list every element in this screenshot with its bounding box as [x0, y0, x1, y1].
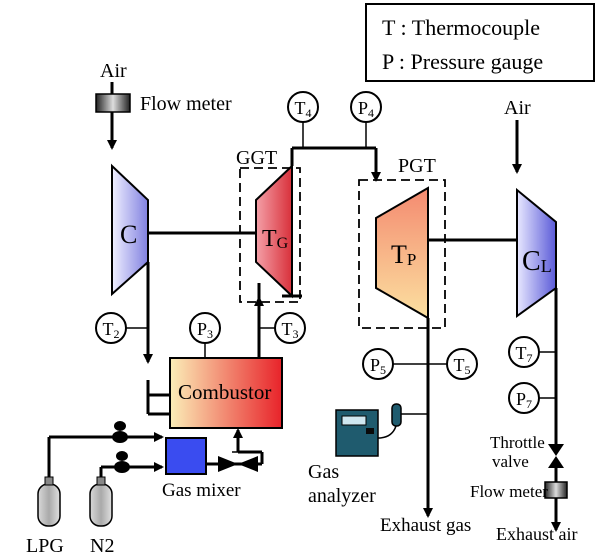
fuel-valve-icon-left: [218, 456, 238, 472]
pressure-gauge-p3-icon: [189, 312, 221, 344]
t7-label: T7: [516, 343, 533, 365]
flow-meter-left-label: Flow meter: [140, 93, 232, 115]
pgt-label: PGT: [398, 155, 436, 177]
n2-cylinder-valve: [96, 476, 106, 486]
legend-thermocouple: T : Thermocouple: [382, 15, 540, 40]
gas-analyzer-label-line2: analyzer: [308, 485, 376, 507]
pgt-dashed-boundary: [358, 179, 446, 329]
throttle-valve-label-line1: Throttle: [490, 433, 545, 452]
exhaust-gas-label: Exhaust gas: [380, 515, 471, 536]
pressure-gauge-p4-icon: [350, 91, 382, 123]
gas-mixer-icon: [165, 437, 207, 475]
n2-cylinder-icon: [89, 483, 113, 527]
thermocouple-t3-icon: [274, 312, 306, 344]
thermocouple-t2-icon: [95, 312, 127, 344]
lpg-cylinder-icon: [37, 483, 61, 527]
pressure-gauge-p5-icon: [362, 348, 394, 380]
lpg-regulator-icon: [112, 421, 128, 443]
p4-label: P4: [358, 98, 374, 120]
t4-label: T4: [295, 98, 312, 120]
thermocouple-t5-icon: [446, 348, 478, 380]
compressor-c-label: C: [120, 220, 137, 249]
n2-label: N2: [90, 535, 114, 556]
cl-label: CL: [522, 246, 552, 277]
fuel-valve-icon-right: [238, 456, 258, 472]
lpg-cylinder-valve: [44, 476, 54, 486]
gas-analyzer-probe: [391, 403, 402, 427]
n2-regulator-icon: [114, 451, 130, 473]
ggt-label: GGT: [236, 147, 277, 169]
exhaust-air-label: Exhaust air: [496, 524, 577, 544]
pressure-gauge-p7-icon: [508, 382, 540, 414]
p3-label: P3: [197, 319, 213, 341]
gas-analyzer-hose: [377, 425, 397, 439]
flow-meter-left: [95, 93, 131, 113]
thermocouple-t7-icon: [508, 336, 540, 368]
lpg-label: LPG: [26, 535, 64, 556]
combustor: [169, 357, 283, 429]
flow-meter-right: [544, 481, 568, 499]
gas-analyzer-knob: [366, 428, 374, 434]
legend-box: T : Thermocouple P : Pressure gauge: [365, 3, 595, 82]
air-inlet-right-label: Air: [504, 97, 531, 119]
combustor-label: Combustor: [178, 380, 271, 404]
throttle-valve-label-line2: valve: [492, 452, 529, 471]
t5-label: T5: [454, 355, 471, 377]
throttle-valve-icon-bottom: [548, 456, 564, 468]
tg-label: TG: [262, 226, 289, 252]
p7-label: P7: [516, 389, 532, 411]
flow-meter-right-label: Flow meter: [470, 482, 548, 501]
gas-mixer-label: Gas mixer: [162, 480, 241, 501]
air-inlet-left-label: Air: [100, 60, 127, 82]
thermocouple-t4-icon: [287, 91, 319, 123]
p5-label: P5: [370, 355, 386, 377]
gas-analyzer-label-line1: Gas: [308, 461, 339, 483]
gas-analyzer-screen: [341, 415, 367, 426]
ggt-dashed-boundary: [239, 167, 301, 303]
throttle-valve-icon-top: [548, 444, 564, 456]
t2-label: T2: [103, 319, 120, 341]
tp-label: TP: [391, 240, 416, 269]
t3-label: T3: [282, 319, 299, 341]
legend-pressure-gauge: P : Pressure gauge: [382, 49, 543, 74]
